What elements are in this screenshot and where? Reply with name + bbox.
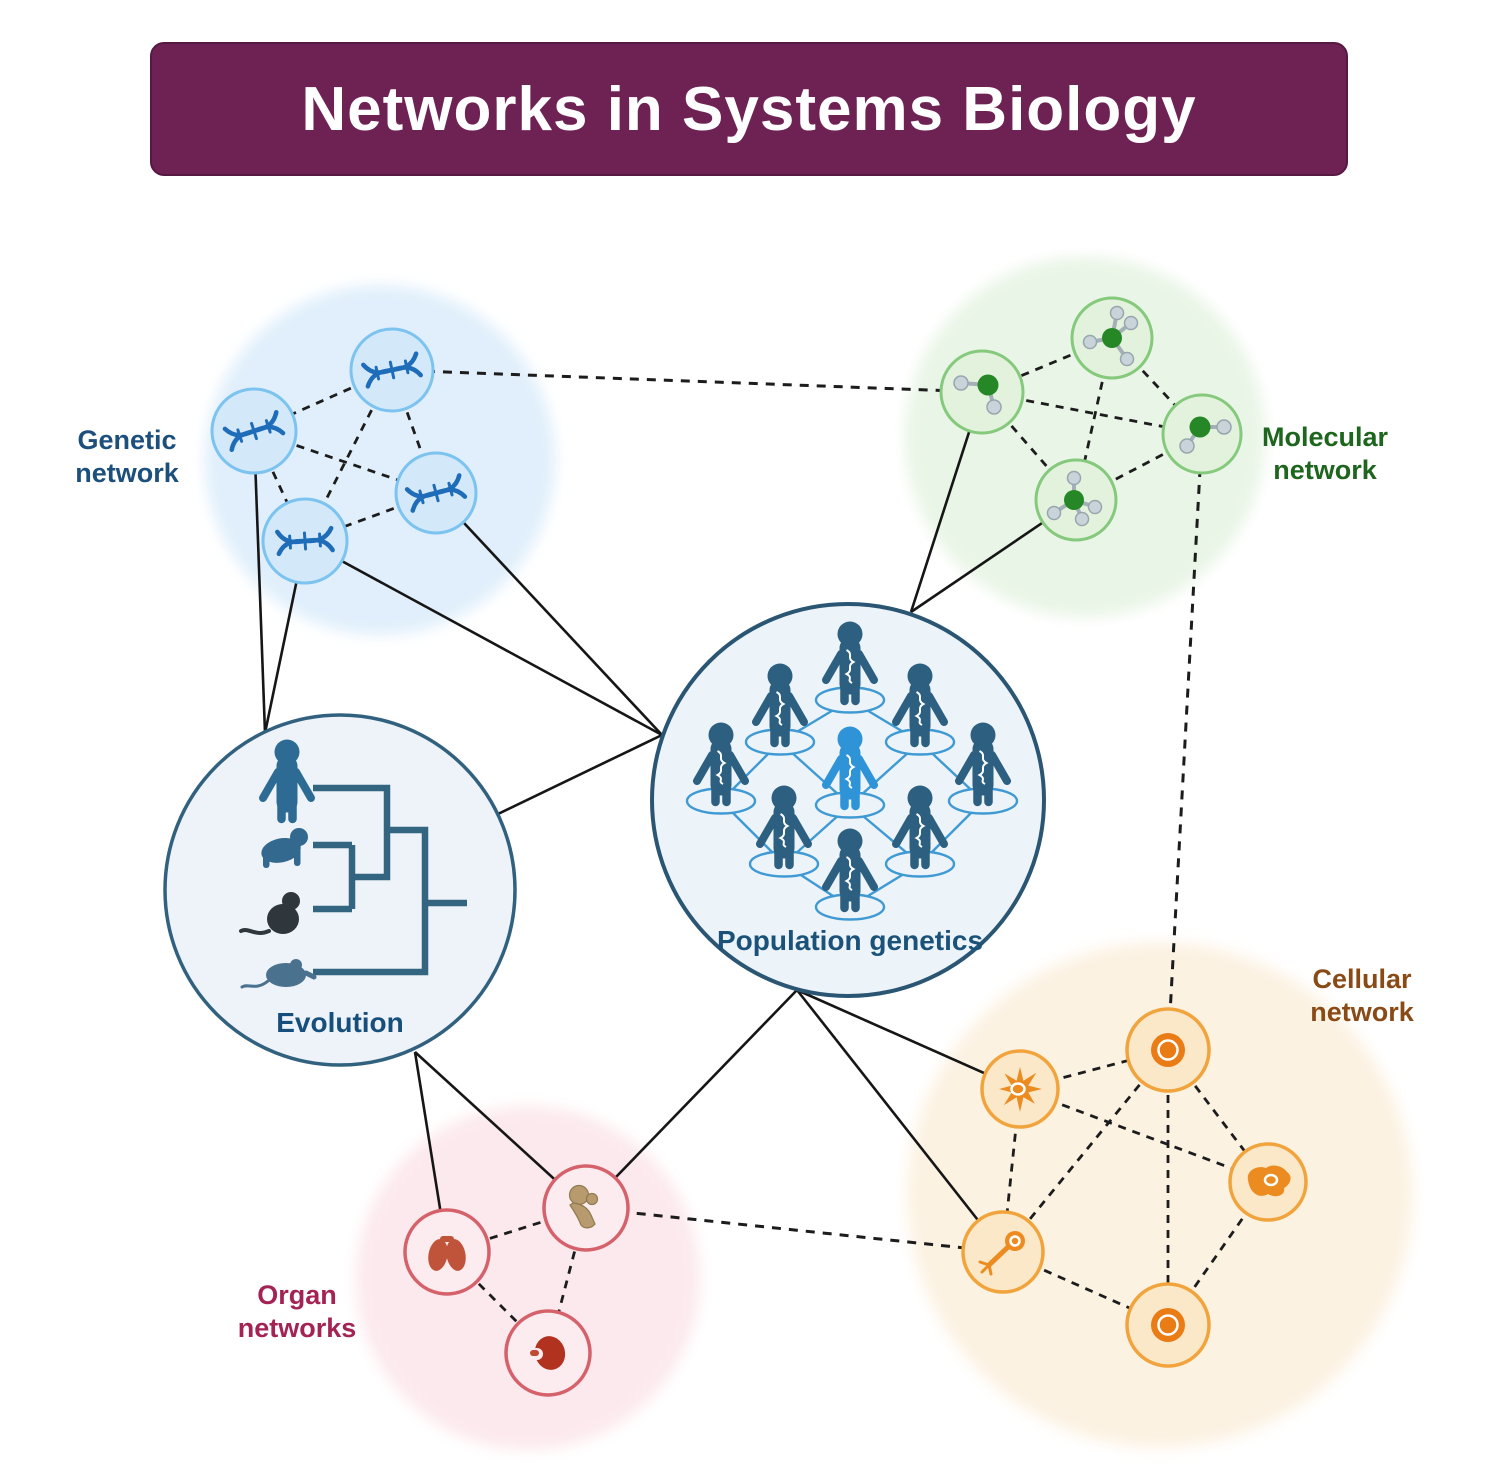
molecule-node [939,349,1025,435]
gene-node [349,327,435,413]
chimpanzee-icon [261,828,308,868]
edge-genetic-population [435,492,663,736]
phylogenetic-tree-icon [313,784,467,976]
bone-icon [568,1184,599,1229]
kidney-icon [530,1336,566,1370]
cell-node [1125,1282,1211,1368]
neuron-node [961,1210,1045,1294]
mouse-icon [240,959,317,989]
thyroid-icon [428,1236,466,1271]
amoeboid-cell-node [1228,1142,1308,1222]
molecule-icon [953,374,1002,415]
genetic-network-label: Genetic network [75,425,179,488]
edge-population-cellular [796,988,1021,1091]
gene-node [210,387,298,475]
lattice-ellipses [685,686,1019,921]
molecule-icon [1046,470,1103,527]
evolution-circle [163,713,517,1067]
molecule-node [1161,393,1243,475]
title-banner: Networks in Systems Biology [150,42,1348,176]
organ-network-cluster [403,1164,630,1397]
edge-organ-cellular [585,1206,1004,1254]
molecular-network-label: Molecular network [1261,422,1389,485]
molecular-background-blob [905,257,1265,617]
edge-genetic-molecular [391,368,983,394]
molecule-icon [1082,305,1139,367]
evolution-content [239,740,467,989]
molecule-node [1034,458,1118,542]
genetic-network-cluster [210,327,478,585]
bone-node [542,1164,630,1252]
dashed-intercluster-edges [391,368,1204,1254]
dendritic-cell-node [980,1049,1060,1129]
cell-icon [1151,1033,1185,1067]
cell-icon [1151,1308,1185,1342]
organ-networks-label: Organ networks [237,1280,357,1343]
population-lattice [685,622,1019,921]
kidney-node [504,1309,592,1397]
cellular-network-label: Cellular network [1310,964,1414,1027]
edge-genetic-evolution [252,430,267,734]
edge-population-organ [585,989,798,1209]
monkey-icon [239,892,300,935]
thyroid-node [403,1208,491,1296]
gene-node [394,451,478,535]
edge-genetic-population [304,539,663,737]
page-title: Networks in Systems Biology [301,74,1197,144]
amoeboid-cell-icon [1247,1165,1291,1197]
molecule-icon [1179,416,1232,454]
edge-molecular-cellular [1166,433,1204,1051]
cellular-network-cluster [961,1007,1308,1368]
dendritic-cell-icon [999,1067,1042,1112]
organ-background-blob [356,1106,700,1450]
molecule-node [1070,296,1154,380]
cell-node [1125,1007,1211,1093]
gene-node [261,497,349,585]
molecular-network-cluster [939,296,1243,542]
neuron-icon [978,1231,1025,1276]
evolution-label: Evolution [276,1007,404,1038]
population-genetics-label: Population genetics [716,925,984,956]
edge-population-cellular [795,989,1005,1253]
